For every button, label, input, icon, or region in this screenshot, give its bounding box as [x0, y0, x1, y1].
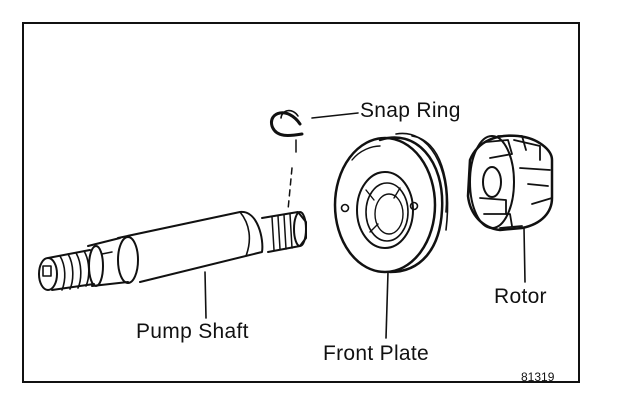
front-plate-label: Front Plate — [323, 342, 430, 365]
front-plate — [333, 132, 449, 274]
rotor-label: Rotor — [494, 285, 547, 308]
snap-ring-label: Snap Ring — [360, 99, 461, 122]
snap-ring-centerline — [287, 167, 293, 211]
pump-shaft-leader — [204, 271, 207, 319]
pump-shaft — [38, 210, 307, 291]
snap-ring — [270, 109, 304, 153]
figure-reference-number: 81319 — [521, 370, 555, 384]
front-plate-leader — [385, 271, 389, 339]
rotor — [466, 134, 554, 232]
snap-ring-leader — [311, 112, 359, 119]
rotor-leader — [523, 227, 526, 283]
pump-shaft-label: Pump Shaft — [136, 320, 249, 343]
figure-frame — [22, 22, 580, 383]
